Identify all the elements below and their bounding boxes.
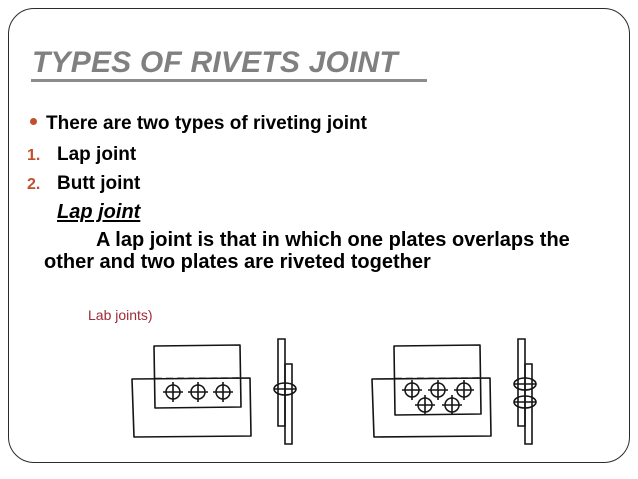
section-view <box>513 338 537 445</box>
list-item-marker: 2. <box>27 176 41 193</box>
list-item-marker: 1. <box>27 147 41 164</box>
rivet <box>454 380 474 400</box>
section-subheading: Lap joint <box>57 201 141 223</box>
rivet <box>415 395 435 415</box>
lead-bullet-item: There are two types of riveting joint <box>30 113 367 135</box>
definition-paragraph: A lap joint is that in which one plates … <box>44 229 570 273</box>
rivet-row-top <box>163 382 233 402</box>
section-rivet <box>513 395 537 409</box>
figure-group <box>0 334 638 454</box>
section-plate-b <box>284 363 293 445</box>
section-plate-a <box>517 338 526 427</box>
list-item-label: Butt joint <box>57 173 141 194</box>
rivet <box>188 382 208 402</box>
rivet <box>213 382 233 402</box>
rivet <box>163 382 183 402</box>
frame-mask-bottom <box>0 464 638 479</box>
list-item: 1. Lap joint <box>27 144 136 166</box>
figure-zigzag-lap-joint <box>371 338 537 445</box>
rivet <box>428 380 448 400</box>
list-item-label: Lap joint <box>57 144 137 165</box>
figure-caption: Lab joints) <box>88 307 153 323</box>
upper-plate-outline <box>393 344 482 416</box>
rivet-row-upper <box>402 380 474 400</box>
title-underline-rule <box>31 79 427 82</box>
section-plate-b <box>524 363 533 445</box>
hidden-edge-dashed <box>154 377 241 380</box>
bullet-dot-icon <box>30 118 37 125</box>
section-rivet <box>513 377 537 391</box>
upper-plate-outline <box>153 344 242 409</box>
lead-bullet-label: There are two types of riveting joint <box>46 113 367 134</box>
section-view <box>273 338 297 445</box>
page-title: TYPES OF RIVETS JOINT <box>32 46 398 79</box>
hidden-edge-dashed <box>394 377 481 380</box>
rivet <box>442 395 462 415</box>
frame-mask-right <box>631 0 638 479</box>
list-item: 2. Butt joint <box>27 173 140 195</box>
figure-single-row-lap-joint <box>131 338 297 445</box>
section-rivet <box>273 382 297 396</box>
rivet-row-lower <box>415 395 462 415</box>
rivet <box>402 380 422 400</box>
